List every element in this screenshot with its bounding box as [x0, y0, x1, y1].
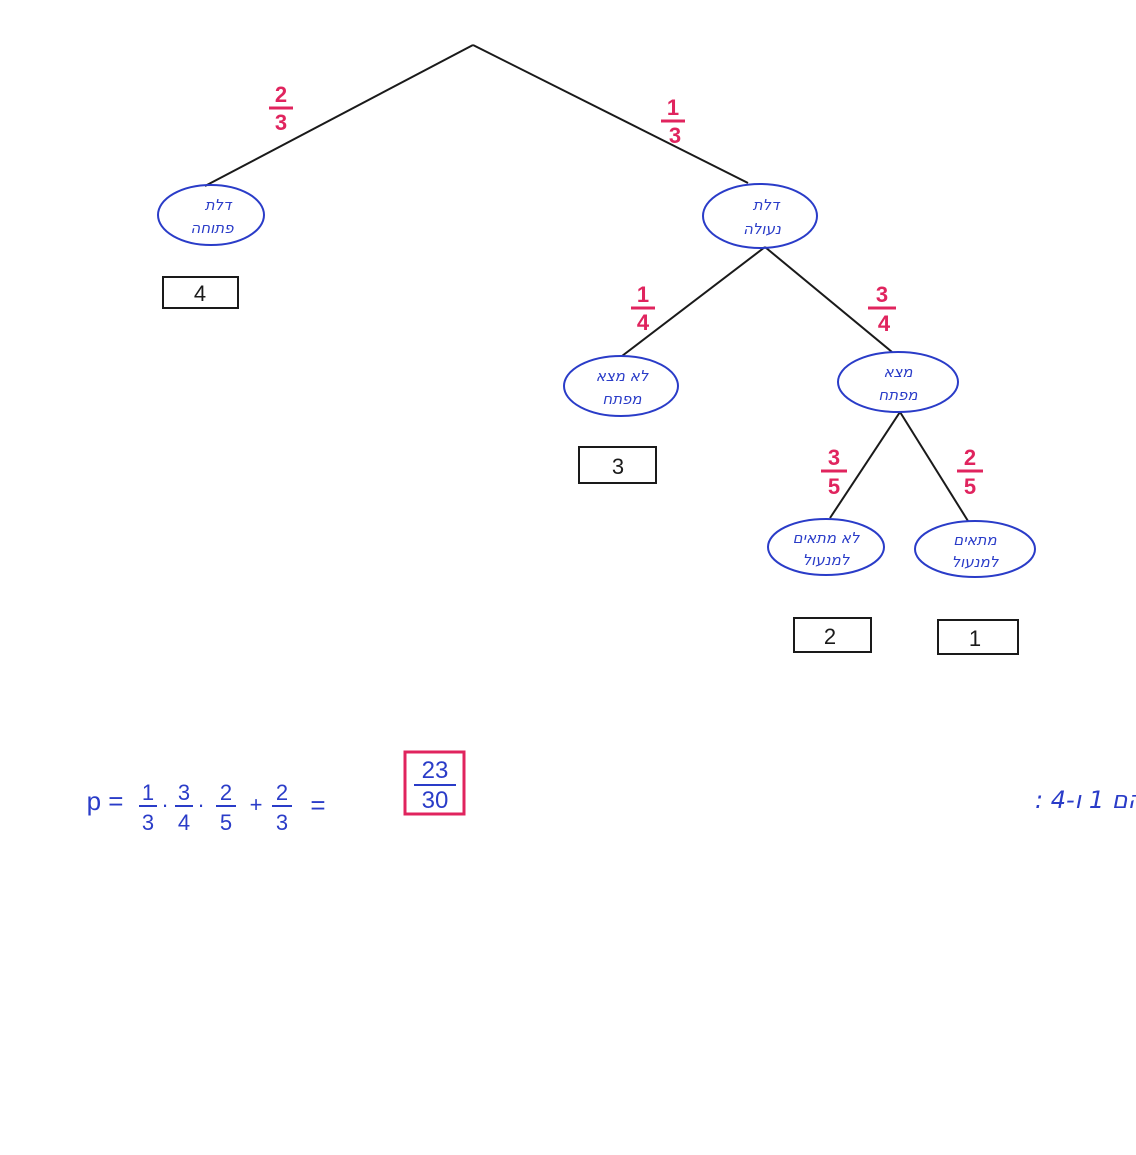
node-door-locked: דלת נעולה: [702, 183, 818, 249]
prob-no-key: 1 4: [631, 282, 655, 335]
edge-key-fit: [899, 411, 969, 522]
denominator: 3: [669, 123, 681, 148]
f1-den: 3: [142, 810, 154, 835]
edge-locked-nokey: [621, 246, 766, 357]
numerator: 1: [667, 95, 679, 120]
node-label-line2: מפתח: [602, 390, 642, 408]
branch-number: 4: [194, 281, 206, 306]
f3-den: 5: [220, 810, 232, 835]
edge-root-open: [204, 44, 474, 187]
denominator: 5: [828, 474, 840, 499]
numerator: 3: [876, 282, 888, 307]
numerator: 3: [828, 445, 840, 470]
node-label-line2: נעולה: [743, 220, 781, 238]
dot: ·: [161, 792, 168, 817]
branch-number: 1: [969, 626, 981, 651]
node-label-line2: פתוחה: [191, 219, 235, 237]
plus: +: [250, 792, 263, 817]
matching-branches-note: הענפים המתאימים הם 1 ו-4 :: [1035, 786, 1136, 814]
denominator: 5: [964, 474, 976, 499]
formula-lhs: p =: [87, 786, 124, 816]
f1-num: 1: [142, 780, 154, 805]
node-fit: מתאים למנעול: [914, 520, 1036, 578]
f2-num: 3: [178, 780, 190, 805]
node-label-line1: דלת: [205, 196, 233, 214]
node-label-line2: למנעול: [952, 553, 999, 571]
numerator: 2: [275, 82, 287, 107]
f2-den: 4: [178, 810, 190, 835]
node-label-line2: מפתח: [878, 386, 918, 404]
f3-num: 2: [220, 780, 232, 805]
result-box: [403, 750, 466, 816]
node-no-fit: לא מתאים למנעול: [767, 518, 885, 576]
edge-locked-key: [764, 246, 893, 353]
equals: =: [310, 790, 325, 820]
branch-number: 3: [612, 454, 624, 479]
denominator: 3: [275, 110, 287, 135]
probability-formula: p = 1 3 · 3 4 · 2 5 + 2 3 = 23 30: [87, 750, 466, 835]
dot: ·: [197, 792, 204, 817]
node-label-line1: לא מצא: [596, 367, 649, 385]
edge-root-locked: [472, 44, 749, 184]
branch-box-3: 3: [578, 446, 657, 484]
numerator: 1: [637, 282, 649, 307]
result-den: 30: [422, 787, 449, 814]
numerator: 2: [964, 445, 976, 470]
denominator: 4: [637, 310, 650, 335]
prob-locked: 1 3: [661, 95, 685, 148]
node-door-open: דלת פתוחה: [157, 184, 265, 246]
node-label-line2: למנעול: [803, 551, 850, 569]
f4-den: 3: [276, 810, 288, 835]
node-key: מצא מפתח: [837, 351, 959, 413]
f4-num: 2: [276, 780, 288, 805]
edge-key-nofit: [829, 411, 901, 519]
branch-box-1: 1: [937, 619, 1019, 655]
prob-no-fit: 3 5: [821, 445, 847, 499]
node-label-line1: דלת: [753, 196, 781, 214]
denominator: 4: [878, 311, 891, 336]
node-label-line1: מתאים: [953, 531, 997, 549]
prob-key: 3 4: [868, 282, 896, 336]
branch-box-2: 2: [793, 617, 872, 653]
branch-number: 2: [824, 624, 836, 649]
node-no-key: לא מצא מפתח: [563, 355, 679, 417]
node-label-line1: מצא: [883, 363, 913, 381]
prob-open: 2 3: [269, 82, 293, 135]
result-num: 23: [422, 757, 449, 784]
prob-fit: 2 5: [957, 445, 983, 499]
branch-box-4: 4: [162, 276, 239, 309]
node-label-line1: לא מתאים: [793, 529, 860, 547]
